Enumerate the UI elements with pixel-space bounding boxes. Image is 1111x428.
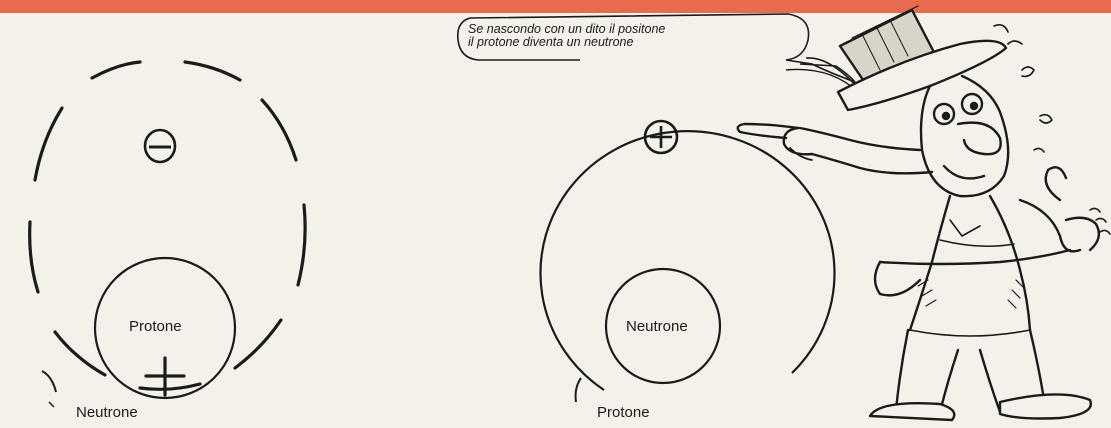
right-neutron-circle — [604, 267, 722, 385]
left-outer-dashed-orbit — [28, 60, 307, 391]
speech-line-2-prefix: il protone diventa un — [468, 35, 581, 49]
speech-line-2: il protone diventa un neutrone — [468, 36, 665, 49]
right-outer-orbit — [539, 130, 836, 391]
right-protone-pointer — [574, 377, 582, 403]
left-neutrone-pointer — [41, 370, 57, 393]
speech-line-1: Se nascondo con un dito il positone — [468, 22, 666, 36]
right-protone-label: Protone — [597, 404, 650, 421]
left-neutrone-label: Neutrone — [76, 404, 138, 421]
speech-bubble-text: Se nascondo con un dito il positone il p… — [468, 23, 665, 49]
top-color-band — [0, 0, 1111, 13]
left-positive-charge-icon — [144, 356, 186, 397]
speech-line-2-emphasis: neutrone — [584, 35, 634, 49]
speech-bubble — [456, 13, 856, 83]
right-neutron-label: Neutrone — [626, 318, 688, 335]
left-negative-charge-icon — [143, 128, 177, 164]
right-positive-charge-icon — [643, 119, 679, 155]
pointing-man-illustration — [736, 5, 1111, 422]
left-proton-label: Protone — [129, 318, 182, 335]
left-proton-circle — [93, 256, 237, 400]
